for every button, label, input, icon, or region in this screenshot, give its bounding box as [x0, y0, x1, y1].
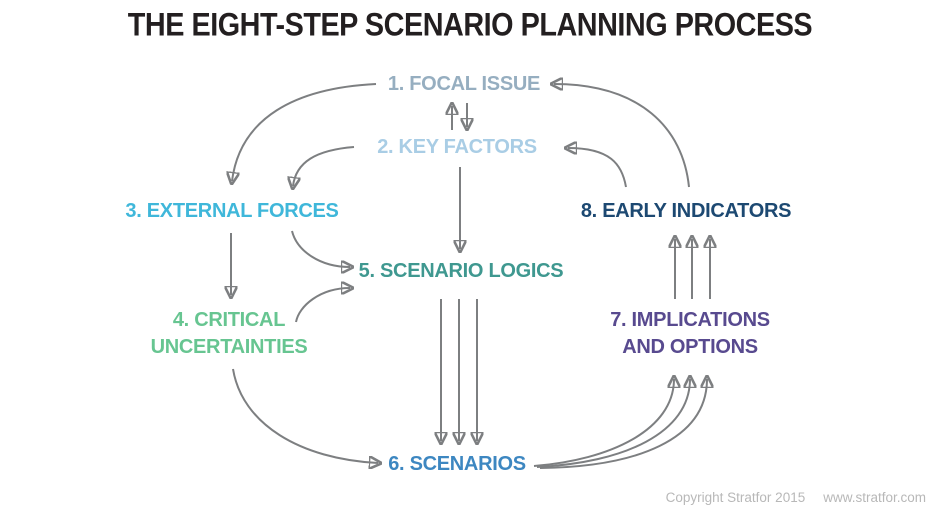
step-label-early-indicators: 8. EARLY INDICATORS	[580, 200, 792, 222]
step-label-critical-uncertainties: 4. CRITICAL UNCERTAINTIES	[150, 309, 308, 358]
copyright-text: Copyright Stratfor 2015	[665, 490, 806, 505]
page-title: THE EIGHT-STEP SCENARIO PLANNING PROCESS	[127, 7, 813, 44]
arrow-6-to-7-a	[533, 379, 674, 467]
step-label-external-forces: 3. EXTERNAL FORCES	[125, 200, 339, 222]
footer: Copyright Stratfor 2015 www.stratfor.com	[666, 490, 926, 505]
step-label-scenario-logics: 5. SCENARIO LOGICS	[358, 260, 564, 282]
step-label-focal-issue: 1. FOCAL ISSUE	[387, 73, 541, 95]
arrow-3-to-5	[291, 230, 350, 267]
step-label-implications-options: 7. IMPLICATIONS AND OPTIONS	[610, 309, 770, 358]
arrow-6-to-7-c	[539, 379, 707, 469]
arrow-4-to-6	[232, 368, 378, 463]
website-text: www.stratfor.com	[823, 490, 926, 505]
arrow-6-to-7-b	[536, 379, 690, 468]
step-label-scenarios: 6. SCENARIOS	[388, 453, 526, 475]
step-label-key-factors: 2. KEY FACTORS	[377, 136, 537, 158]
arrow-4-to-5	[295, 288, 350, 323]
arrow-2-to-3	[293, 146, 355, 186]
arrow-8-to-1	[554, 84, 690, 188]
arrow-8-to-2	[568, 148, 627, 188]
arrow-1-to-3	[232, 83, 377, 181]
